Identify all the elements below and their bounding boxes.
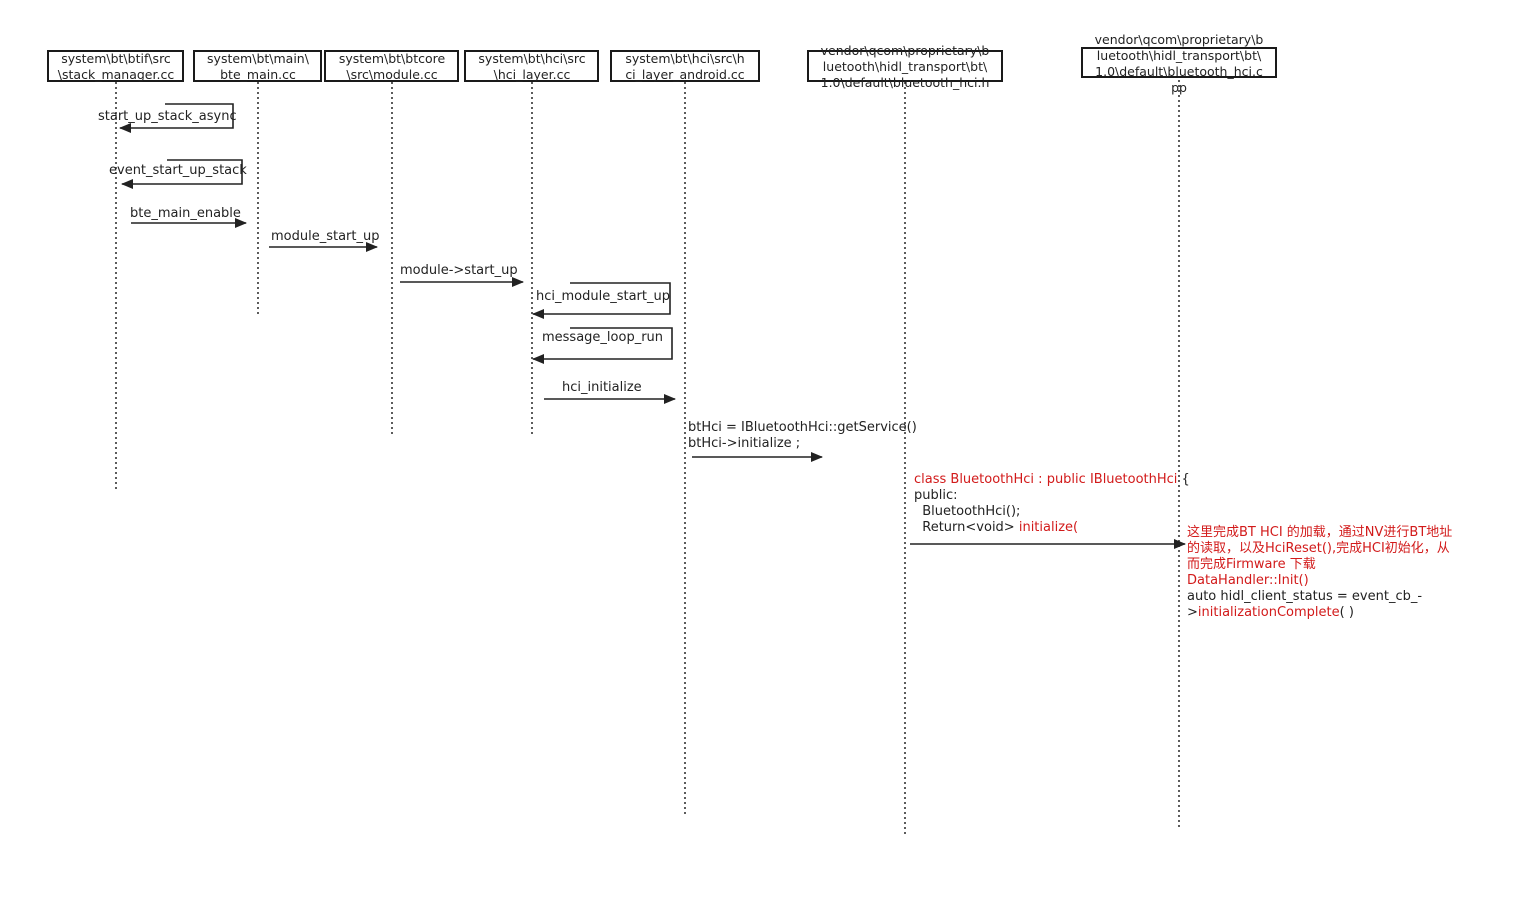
note-line: 而完成Firmware 下载 (1187, 557, 1316, 572)
note-line: DataHandler::Init() (1187, 573, 1309, 588)
participant-label: bte_main.cc (220, 67, 296, 82)
message-hci-initialize: hci_initialize (544, 380, 676, 404)
participant-label: luetooth\hidl_transport\bt\ (823, 59, 988, 74)
participant-label: system\bt\hci\src\h (625, 51, 744, 66)
participant-label: ci_layer_android.cc (625, 67, 744, 82)
message-module-arrow-start-up: module->start_up (400, 263, 524, 287)
participant-label: pp (1171, 80, 1187, 95)
note-text: > (1187, 605, 1198, 620)
participant-label: system\bt\main\ (207, 51, 310, 66)
message-label: event_start_up_stack (109, 163, 247, 178)
participant-bluetooth-hci-h: vendor\qcom\proprietary\b luetooth\hidl_… (807, 43, 1003, 90)
message-module-start-up: module_start_up (269, 229, 380, 252)
participant-label: 1.0\default\bluetooth_hci.h (821, 75, 990, 90)
message-label: module->start_up (400, 263, 518, 278)
note-line: btHci->initialize ; (688, 436, 800, 451)
participant-hci-layer-android: system\bt\hci\src\h ci_layer_android.cc (610, 50, 760, 82)
note-text: Return<void> (914, 520, 1019, 535)
lifelines (115, 80, 1180, 834)
message-label: module_start_up (271, 229, 380, 244)
note-text: ( ) (1340, 605, 1354, 620)
participant-label: system\bt\btif\src (61, 51, 171, 66)
note-text: { (1177, 472, 1189, 487)
participant-label: system\bt\hci\src (478, 51, 585, 66)
note-line: 这里完成BT HCI 的加载，通过NV进行BT地址 (1187, 524, 1452, 540)
message-hci-module-start-up: hci_module_start_up (532, 282, 671, 319)
message-label: start_up_stack_async (98, 109, 237, 124)
participant-label: \stack_manager.cc (58, 67, 175, 82)
note-hci-load: 这里完成BT HCI 的加载，通过NV进行BT地址 的读取，以及HciReset… (1187, 524, 1452, 620)
message-label: bte_main_enable (130, 206, 241, 221)
participant-label: system\bt\btcore (339, 51, 446, 66)
participant-label: vendor\qcom\proprietary\b (1095, 32, 1264, 47)
participant-stack-manager: system\bt\btif\src \stack_manager.cc (47, 50, 184, 82)
participant-bluetooth-hci-cpp: vendor\qcom\proprietary\b luetooth\hidl_… (1081, 32, 1277, 95)
note-get-service: btHci = IBluetoothHci::getService() btHc… (688, 420, 917, 451)
note-line: public: (914, 488, 958, 503)
note-line: class BluetoothHci : public IBluetoothHc… (914, 472, 1190, 487)
participant-label: \src\module.cc (346, 67, 437, 82)
message-start-up-stack-async: start_up_stack_async (98, 103, 237, 133)
message-bte-main-enable: bte_main_enable (130, 206, 247, 228)
participant-module: system\bt\btcore \src\module.cc (324, 50, 459, 82)
note-line: 的读取，以及HciReset(),完成HCI初始化，从 (1187, 540, 1450, 556)
note-highlight: initializationComplete (1198, 605, 1340, 620)
note-highlight: class BluetoothHci : public IBluetoothHc… (914, 472, 1177, 487)
message-label: hci_module_start_up (536, 289, 670, 304)
participant-label: luetooth\hidl_transport\bt\ (1097, 48, 1262, 63)
participant-bte-main: system\bt\main\ bte_main.cc (193, 50, 322, 82)
message-message-loop-run: message_loop_run (532, 327, 673, 364)
note-line: btHci = IBluetoothHci::getService() (688, 420, 917, 435)
note-line: BluetoothHci(); (914, 504, 1020, 519)
note-line: >initializationComplete( ) (1187, 605, 1354, 620)
participant-label: vendor\qcom\proprietary\b (821, 43, 990, 58)
note-highlight: initialize( (1019, 520, 1078, 535)
message-label: message_loop_run (542, 330, 663, 345)
message-event-start-up-stack: event_start_up_stack (109, 159, 247, 189)
note-class-declaration: class BluetoothHci : public IBluetoothHc… (914, 472, 1190, 535)
message-label: hci_initialize (562, 380, 642, 395)
participant-hci-layer: system\bt\hci\src \hci_layer.cc (464, 50, 599, 82)
note-line: auto hidl_client_status = event_cb_- (1187, 589, 1422, 604)
participant-label: \hci_layer.cc (494, 67, 571, 82)
participant-label: 1.0\default\bluetooth_hci.c (1095, 64, 1263, 79)
note-line: Return<void> initialize( (914, 520, 1078, 535)
